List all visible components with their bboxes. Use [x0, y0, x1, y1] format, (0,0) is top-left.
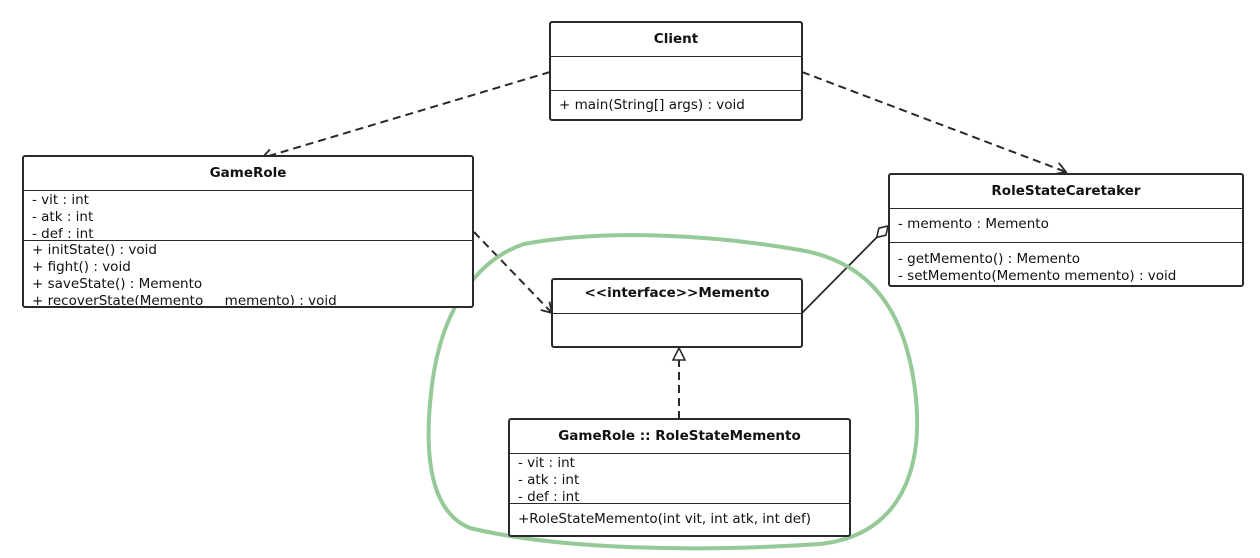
methods-section: - getMemento() : Memento - setMemento(Me…	[890, 243, 1242, 285]
attribute: - def : int	[32, 226, 94, 241]
method: - setMemento(Memento memento) : void	[898, 268, 1177, 284]
method: + main(String[] args) : void	[559, 97, 745, 113]
class-gamerole[interactable]: GameRole - vit : int - atk : int - def :…	[22, 155, 474, 308]
method: + fight() : void	[32, 259, 131, 275]
attributes-section: - vit : int - atk : int - def : int	[24, 191, 472, 241]
method: + recoverState(Memento memento) : void	[32, 293, 337, 305]
attribute: - memento : Memento	[898, 216, 1049, 232]
class-name: RoleStateCaretaker	[890, 175, 1242, 209]
attributes-section	[551, 57, 801, 91]
attribute: - vit : int	[518, 455, 575, 471]
interface-memento[interactable]: <<interface>>Memento	[551, 278, 803, 348]
methods-section: +RoleStateMemento(int vit, int atk, int …	[510, 504, 849, 528]
method: + saveState() : Memento	[32, 276, 203, 292]
class-rolestatememento[interactable]: GameRole :: RoleStateMemento - vit : int…	[508, 418, 851, 537]
method: +RoleStateMemento(int vit, int atk, int …	[518, 511, 812, 527]
attribute: - atk : int	[518, 472, 580, 488]
class-rolestatecaretaker[interactable]: RoleStateCaretaker - memento : Memento -…	[888, 173, 1244, 287]
methods-section: + initState() : void + fight() : void + …	[24, 241, 472, 305]
dependency-client-to-caretaker	[801, 71, 1068, 175]
methods-section: + main(String[] args) : void	[551, 91, 801, 114]
class-name: GameRole :: RoleStateMemento	[510, 420, 849, 454]
dependency-gamerole-to-memento	[473, 231, 554, 315]
method: - getMemento() : Memento	[898, 251, 1081, 267]
attributes-section: - vit : int - atk : int - def : int	[510, 454, 849, 504]
attributes-section: - memento : Memento	[890, 209, 1242, 243]
method: + initState() : void	[32, 242, 157, 258]
dependency-client-to-gamerole	[260, 71, 551, 162]
attribute: - atk : int	[32, 209, 94, 225]
class-name: Client	[551, 23, 801, 57]
class-client[interactable]: Client + main(String[] args) : void	[549, 21, 803, 121]
attribute: - def : int	[518, 489, 580, 504]
class-name: <<interface>>Memento	[553, 280, 801, 314]
class-name: GameRole	[24, 157, 472, 191]
aggregation-caretaker-memento	[801, 224, 890, 314]
attribute: - vit : int	[32, 192, 89, 208]
green-highlight-loop	[426, 233, 920, 551]
